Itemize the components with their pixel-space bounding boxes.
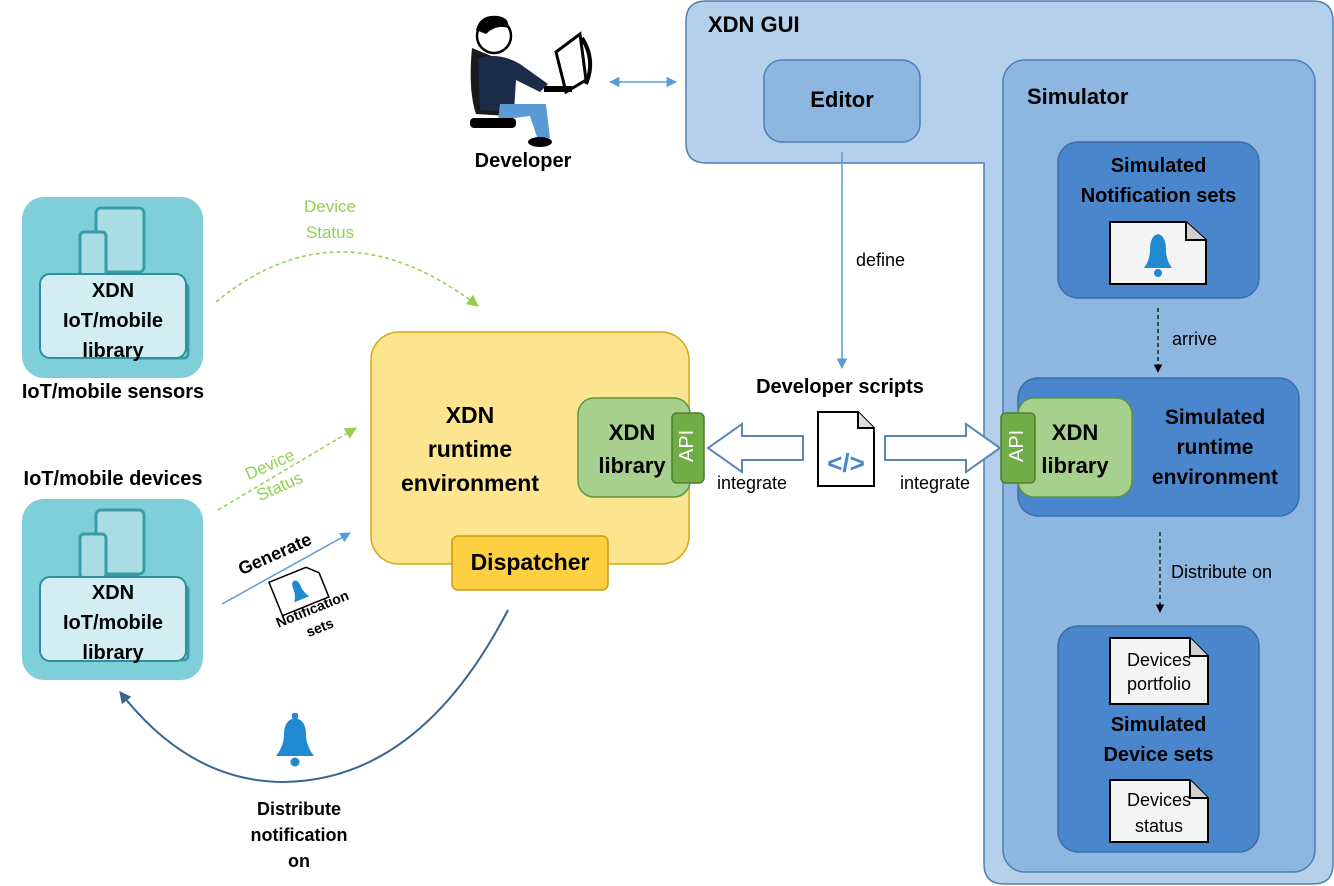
runtime-api-label: API — [676, 429, 698, 462]
sim-runtime-label: Simulated runtime environment — [1151, 406, 1279, 489]
generate-arrow — [221, 532, 351, 605]
dispatcher-box — [451, 535, 609, 591]
devices-tile — [22, 499, 203, 680]
distribute-on-label: Distribute on — [1171, 562, 1273, 582]
sim-notification-doc-icon — [1109, 221, 1207, 285]
runtime-label: XDN runtime environment — [400, 402, 540, 496]
sim-device-sets-label: Simulated Device sets — [1103, 714, 1214, 766]
bell-icon — [276, 713, 314, 767]
sim-library-label: XDN library — [1041, 420, 1109, 478]
status-doc-icon — [1109, 779, 1209, 843]
devices-caption: IoT/mobile devices — [23, 468, 203, 490]
arrive-label: arrive — [1172, 329, 1218, 349]
developer-scripts-title: Developer scripts — [756, 376, 924, 398]
runtime-api-box — [671, 412, 705, 484]
device-status-top-arrow — [215, 251, 479, 307]
distribute-notification-label: Distribute notification on — [250, 799, 348, 871]
device-status-mid-arrow — [217, 427, 358, 511]
runtime-library-label: XDN library — [598, 420, 666, 478]
gui-title: XDN GUI — [708, 12, 800, 37]
script-document-icon: </> — [817, 411, 875, 487]
developer-label: Developer — [474, 150, 572, 172]
integrate-right-label: integrate — [900, 473, 971, 493]
sensors-library-label: XDN IoT/mobile library — [63, 280, 163, 362]
sim-notif-block — [1057, 141, 1260, 299]
sim-notif-label: Simulated Notification sets — [1080, 155, 1237, 207]
device-status-top-label: Device Status — [304, 197, 356, 242]
integrate-right-arrow — [884, 422, 1002, 474]
notification-sets-doc-icon — [268, 566, 330, 617]
devices-status-label: Devices status — [1126, 790, 1192, 836]
developer-icon — [470, 15, 593, 147]
devices-library-label: XDN IoT/mobile library — [63, 582, 163, 664]
portfolio-doc-icon — [1109, 637, 1209, 705]
distribute-notification-arrow — [119, 609, 509, 784]
sim-api-label: API — [1006, 429, 1028, 462]
simulator-title: Simulator — [1027, 84, 1129, 109]
dispatcher-label: Dispatcher — [470, 549, 590, 575]
integrate-left-arrow — [706, 422, 804, 474]
define-label: define — [856, 250, 906, 270]
svg-text:</>: </> — [827, 448, 865, 478]
editor-label[interactable]: Editor — [810, 87, 874, 112]
integrate-left-label: integrate — [717, 473, 788, 493]
sensors-tile — [22, 197, 203, 378]
editor-box — [763, 59, 921, 143]
sensors-caption: IoT/mobile sensors — [21, 381, 205, 403]
portfolio-label: Devices portfolio — [1126, 650, 1192, 694]
